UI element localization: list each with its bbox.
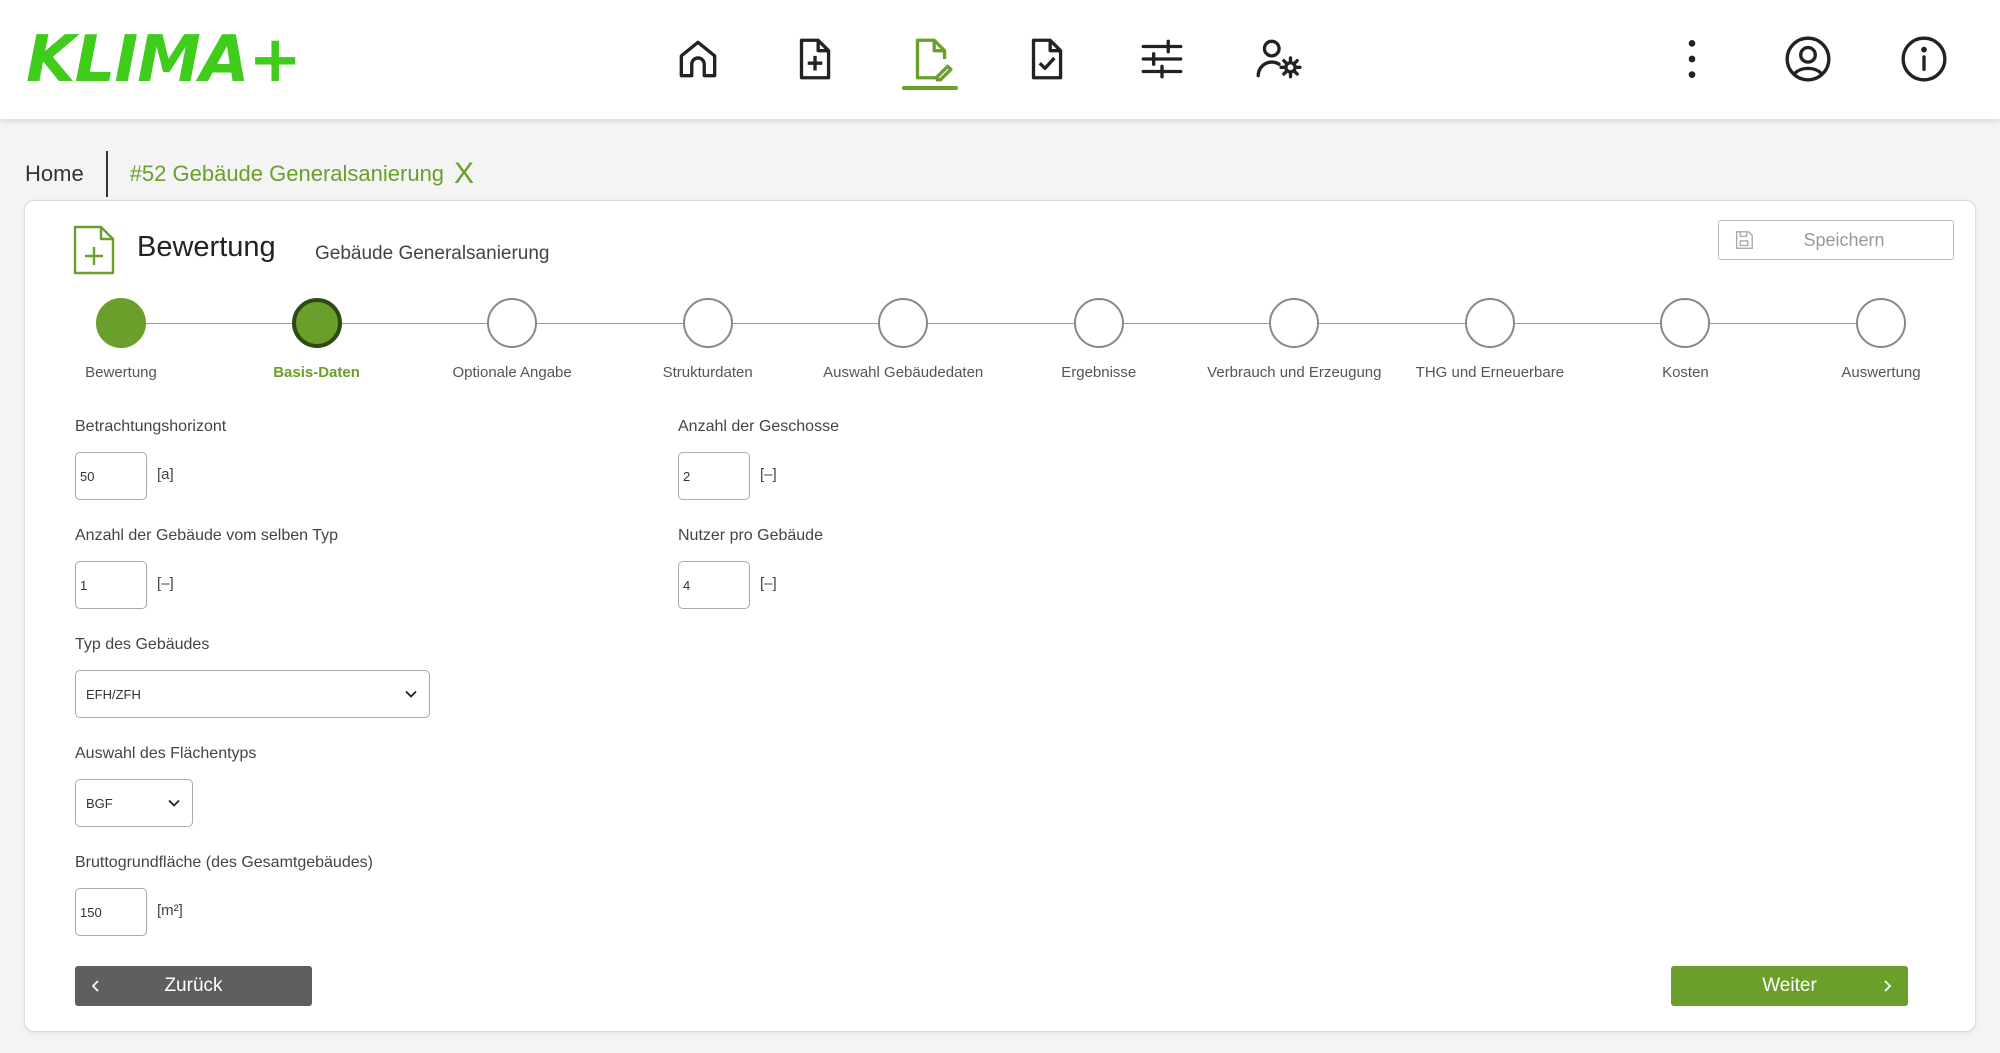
area-type-select[interactable]: BGF xyxy=(75,779,193,827)
app-logo[interactable]: KLIMA+ xyxy=(26,23,302,97)
step-label: Auswahl Gebäudedaten xyxy=(823,364,984,381)
users-per-building-label: Nutzer pro Gebäude xyxy=(678,527,823,544)
area-type-value: BGF xyxy=(86,795,113,811)
step-4[interactable]: Auswahl Gebäudedaten xyxy=(803,298,1003,381)
file-check-icon[interactable] xyxy=(1019,32,1073,86)
step-label: Ergebnisse xyxy=(1061,364,1137,381)
stepper-connector xyxy=(732,323,879,324)
step-circle xyxy=(682,298,733,348)
users-per-building-unit: [–] xyxy=(760,575,777,592)
building-type-label: Typ des Gebäudes xyxy=(75,636,210,653)
step-circle xyxy=(96,298,146,348)
stepper-connector xyxy=(146,323,292,324)
back-button-label: Zurück xyxy=(164,975,223,996)
active-nav-indicator xyxy=(902,86,958,90)
home-icon[interactable] xyxy=(671,32,725,86)
page-title: Bewertung xyxy=(137,231,276,263)
file-edit-icon[interactable] xyxy=(903,32,957,86)
step-label: Strukturdaten xyxy=(662,364,753,381)
assessment-card: Bewertung Gebäude Generalsanierung Speic… xyxy=(24,200,1976,1032)
breadcrumb-project-tab[interactable]: #52 Gebäude Generalsanierung xyxy=(129,161,445,186)
step-label: Optionale Angabe xyxy=(452,364,572,381)
step-circle xyxy=(1269,298,1320,348)
stepper-connector xyxy=(1710,323,1856,324)
chevron-down-icon xyxy=(168,799,180,807)
breadcrumb: Home #52 Gebäude Generalsanierung X xyxy=(25,151,475,197)
page-subtitle: Gebäude Generalsanierung xyxy=(315,243,550,264)
user-circle-icon[interactable] xyxy=(1781,32,1835,86)
save-button-label: Speichern xyxy=(1803,229,1885,250)
top-navigation-bar: KLIMA+ xyxy=(0,0,2000,119)
back-button[interactable]: Zurück xyxy=(75,966,312,1006)
step-label: Kosten xyxy=(1662,364,1709,381)
area-type-label: Auswahl des Flächentyps xyxy=(75,745,257,762)
file-add-icon xyxy=(73,225,115,275)
stepper-connector xyxy=(1319,323,1465,324)
save-button[interactable]: Speichern xyxy=(1718,220,1954,260)
floors-input[interactable] xyxy=(678,452,750,500)
step-circle xyxy=(291,298,342,348)
stepper-connector xyxy=(1123,323,1270,324)
step-1[interactable]: Basis-Daten xyxy=(217,298,417,381)
gross-area-unit: [m²] xyxy=(157,902,183,919)
step-label: Bewertung xyxy=(85,364,157,381)
step-circle xyxy=(1464,298,1515,348)
step-circle xyxy=(1073,298,1124,348)
next-button-label: Weiter xyxy=(1762,975,1817,996)
step-8[interactable]: Kosten xyxy=(1585,298,1785,381)
close-icon[interactable]: X xyxy=(454,157,475,190)
chevron-left-icon xyxy=(91,980,99,992)
floors-label: Anzahl der Geschosse xyxy=(678,418,839,435)
buildings-count-unit: [–] xyxy=(157,575,174,592)
building-type-select[interactable]: EFH/ZFH xyxy=(75,670,430,718)
step-circle xyxy=(487,298,538,348)
horizon-input[interactable] xyxy=(75,452,147,500)
building-type-value: EFH/ZFH xyxy=(86,686,141,702)
buildings-count-label: Anzahl der Gebäude vom selben Typ xyxy=(75,527,338,544)
breadcrumb-home[interactable]: Home xyxy=(25,161,84,186)
step-7[interactable]: THG und Erneuerbare xyxy=(1390,298,1590,381)
floors-unit: [–] xyxy=(760,466,777,483)
step-label: Basis-Daten xyxy=(273,364,360,381)
sliders-icon[interactable] xyxy=(1135,32,1189,86)
step-circle xyxy=(1660,298,1711,348)
step-6[interactable]: Verbrauch und Erzeugung xyxy=(1194,298,1394,381)
info-icon[interactable] xyxy=(1897,32,1951,86)
floppy-disk-icon xyxy=(1735,231,1753,249)
progress-stepper: Bewertung Basis-Daten Optionale Angabe Stru… xyxy=(25,298,1977,398)
step-circle xyxy=(1856,298,1906,348)
gross-area-input[interactable] xyxy=(75,888,147,936)
step-label: Verbrauch und Erzeugung xyxy=(1207,364,1382,381)
chevron-right-icon xyxy=(1884,980,1892,992)
buildings-count-input[interactable] xyxy=(75,561,147,609)
step-0[interactable]: Bewertung xyxy=(21,298,221,381)
file-add-icon[interactable] xyxy=(787,32,841,86)
users-per-building-input[interactable] xyxy=(678,561,750,609)
step-2[interactable]: Optionale Angabe xyxy=(412,298,612,381)
step-5[interactable]: Ergebnisse xyxy=(999,298,1199,381)
step-9[interactable]: Auswertung xyxy=(1781,298,1981,381)
chevron-down-icon xyxy=(405,690,417,698)
more-vertical-icon[interactable] xyxy=(1665,32,1719,86)
user-settings-icon[interactable] xyxy=(1251,32,1305,86)
stepper-connector xyxy=(341,323,488,324)
horizon-unit: [a] xyxy=(157,466,174,483)
next-button[interactable]: Weiter xyxy=(1671,966,1908,1006)
gross-area-label: Bruttogrundfläche (des Gesamtgebäudes) xyxy=(75,854,373,871)
step-label: Auswertung xyxy=(1841,364,1921,381)
horizon-label: Betrachtungshorizont xyxy=(75,418,227,435)
breadcrumb-divider xyxy=(105,151,108,197)
stepper-connector xyxy=(1514,323,1661,324)
step-3[interactable]: Strukturdaten xyxy=(608,298,808,381)
stepper-connector xyxy=(537,323,683,324)
step-circle xyxy=(878,298,929,348)
stepper-connector xyxy=(928,323,1074,324)
step-label: THG und Erneuerbare xyxy=(1415,364,1565,381)
